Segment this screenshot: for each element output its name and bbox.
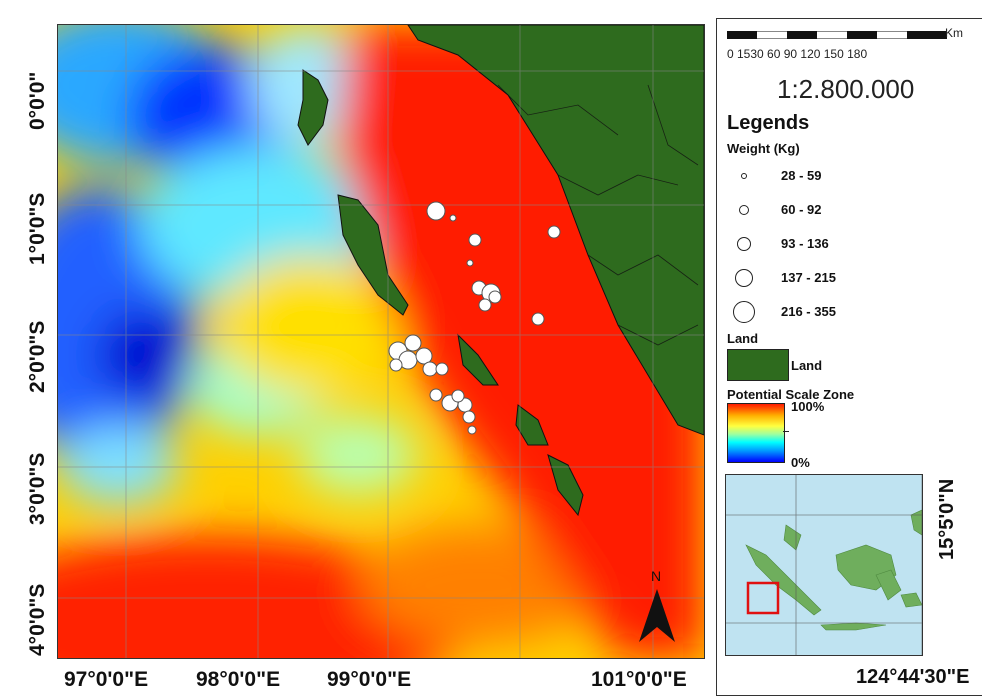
inset-surface: [726, 475, 922, 655]
weight-class-row: 216 - 355: [727, 301, 927, 325]
legend-title: Legends: [727, 112, 810, 134]
inset-extent-box: [746, 581, 780, 615]
weight-class-label: 137 - 215: [781, 270, 836, 285]
siberut-island: [337, 194, 409, 316]
simeulue-island: [297, 69, 329, 146]
inset-map[interactable]: [725, 474, 923, 656]
scale-bar: [727, 31, 947, 39]
weight-circle-icon: [739, 205, 749, 215]
weight-circle-icon: [733, 301, 755, 323]
scale-ticks: 0 1530 60 90 120 150 180: [727, 47, 868, 61]
north-arrow: N: [637, 567, 677, 647]
lon-label-3: 101°0'0"E: [591, 668, 687, 691]
inset-lon-label: 124°44'30"E: [856, 666, 970, 688]
weight-circle-icon: [741, 173, 747, 179]
sumatra-land: [407, 25, 704, 436]
legend-panel: Km 0 1530 60 90 120 150 180 1:2.800.000 …: [716, 18, 982, 696]
lon-label-1: 98°0'0"E: [196, 668, 281, 691]
weight-circle-icon: [737, 237, 751, 251]
inset-lat-label: 15°5'0"N: [936, 478, 958, 560]
lat-label-0: 0°0'0": [26, 71, 49, 130]
weight-circle-icon: [735, 269, 753, 287]
catch-points: [388, 201, 561, 435]
zone-min-label: 0%: [791, 455, 810, 470]
land-label: Land: [791, 358, 823, 373]
lon-label-0: 97°0'0"E: [64, 668, 149, 691]
weight-class-row: 137 - 215: [727, 267, 927, 291]
graticule: [58, 25, 704, 658]
land-heading: Land: [727, 331, 759, 346]
north-label: N: [651, 568, 661, 584]
weight-class-row: 93 - 136: [727, 233, 927, 257]
weight-class-row: 28 - 59: [727, 165, 927, 189]
sipura-island: [457, 333, 499, 386]
weight-heading: Weight (Kg): [727, 141, 800, 156]
main-map[interactable]: N: [57, 24, 705, 659]
weight-class-label: 60 - 92: [781, 202, 822, 217]
potential-zone-raster: [58, 25, 704, 658]
lat-label-2: 2°0'0"S: [26, 320, 49, 393]
pagai-north-island: [515, 404, 549, 446]
weight-class-label: 216 - 355: [781, 304, 836, 319]
zone-color-ramp: [727, 403, 785, 463]
scale-ratio: 1:2.800.000: [777, 74, 915, 104]
zone-heading: Potential Scale Zone: [727, 387, 855, 402]
zone-max-label: 100%: [791, 399, 825, 414]
north-arrow-icon: [639, 589, 675, 642]
map-surface: [58, 25, 704, 658]
lat-label-3: 3°0'0"S: [26, 452, 49, 525]
pagai-south-island: [547, 454, 584, 517]
lat-label-4: 4°0'0"S: [26, 583, 49, 656]
land-swatch: [727, 349, 789, 381]
ramp-tick: [783, 431, 789, 432]
weight-class-row: 60 - 92: [727, 199, 927, 223]
weight-class-label: 93 - 136: [781, 236, 829, 251]
scale-unit: Km: [945, 26, 963, 40]
weight-class-label: 28 - 59: [781, 168, 822, 183]
lon-label-2: 99°0'0"E: [327, 668, 412, 691]
lat-label-1: 1°0'0"S: [26, 192, 49, 265]
